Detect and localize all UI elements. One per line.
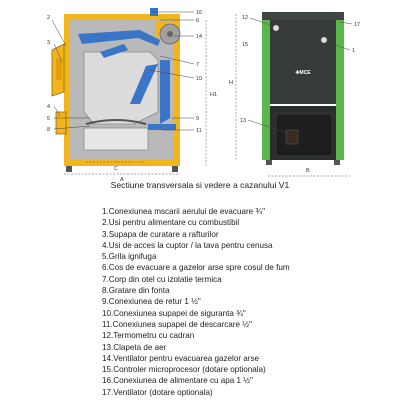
leader-lines: [51, 11, 195, 131]
label-10: 10: [196, 76, 202, 82]
controller-icon: [320, 36, 328, 44]
top-panel: [262, 12, 344, 20]
thermometer-icon: [272, 24, 280, 32]
cross-section: [51, 8, 181, 172]
flue-diagonal: [130, 64, 158, 104]
dimension-lines: [64, 14, 350, 177]
label-11: 11: [196, 128, 202, 134]
brand-logo: ✚MCE: [295, 70, 311, 76]
ash-door-front: [275, 113, 333, 157]
legend-item: 1.Conexiunea mscarii aerului de evacuare…: [102, 207, 266, 216]
dim-h: H: [229, 80, 233, 86]
dim-h1: H1: [210, 92, 217, 98]
dim-b: B: [306, 168, 310, 174]
legend-item: 3.Supapa de curatare a rafturilor: [102, 229, 219, 239]
dim-a: A: [120, 177, 124, 183]
label-4: 4: [47, 104, 50, 110]
parts-legend: 1.Conexiunea mscarii aerului de evacuare…: [102, 206, 290, 398]
legend-item: 16.Conexiunea de alimentare cu apa 1 ½": [102, 376, 253, 386]
legend-item: 10.Conexiunea supapei de siguranta ¾": [102, 308, 246, 318]
legend-item: 13.Clapeta de aer: [102, 342, 167, 352]
label-13: 13: [240, 118, 246, 124]
exhaust-fan-hub: [167, 31, 173, 37]
flue-top-channel: [78, 30, 160, 46]
ash-door: [55, 111, 67, 135]
label-1: 1: [352, 48, 355, 54]
legend-item: 5.Grila ignifuga: [102, 252, 157, 262]
label-16: 16: [196, 10, 202, 16]
flue-bottom: [148, 124, 176, 130]
label-7: 7: [196, 62, 199, 68]
legend-item: 8.Gratare din fonta: [102, 286, 170, 296]
dim-c: C: [114, 166, 118, 172]
front-leg-right: [334, 160, 340, 165]
label-5: 5: [47, 116, 50, 122]
legend-item: 4.Usi de acces la cuptor / la tava pentr…: [102, 240, 273, 250]
side-panel: [262, 14, 270, 160]
flue-baffle-right: [160, 60, 170, 124]
flue-baffle-upper: [100, 44, 128, 58]
boiler-diagram: 2 3 4 5 8 16 6 14 7 10 9 11 C A H1 H B ✚…: [47, 8, 360, 183]
label-14: 14: [196, 34, 202, 40]
legend-item: 7.Corp din otel cu izolatie termica: [102, 274, 222, 284]
front-leg-left: [266, 160, 272, 165]
legend-item: 12.Termometru cu cadran: [102, 331, 195, 341]
legend-item: 14.Ventilator pentru evacuarea gazelor a…: [102, 353, 260, 363]
legend-item: 11.Conexiunea supapei de descarcare ½": [102, 319, 252, 329]
label-12: 12: [242, 15, 248, 21]
ash-pan-area: [83, 127, 149, 151]
label-6: 6: [196, 18, 199, 24]
legend-item: 17.Ventilator (dotare optionala): [102, 387, 213, 397]
legend-item: 15.Controler microprocesor (dotare optio…: [102, 365, 266, 375]
upper-body: [270, 20, 336, 104]
label-3: 3: [47, 40, 50, 46]
front-leader-lines: [247, 17, 353, 135]
legend-item: 2.Usi pentru alimentare cu combustibil: [102, 218, 240, 228]
legend-item: 9.Conexiunea de retur 1 ½": [102, 297, 201, 307]
side-panel-right: [336, 14, 344, 160]
label-15: 15: [242, 42, 248, 48]
combustion-chamber: [83, 51, 159, 125]
air-flap: [285, 129, 299, 145]
label-17: 17: [354, 22, 360, 28]
right-leg: [172, 166, 178, 172]
figure-caption: Sectiune transversala si vedere a cazanu…: [110, 180, 290, 190]
front-view: ✚MCE: [262, 12, 344, 165]
left-leg: [66, 166, 72, 172]
legend-item: 6.Cos de evacuare a gazelor arse spre co…: [102, 263, 290, 273]
cleaning-valve: [56, 58, 62, 80]
label-2: 2: [47, 15, 50, 21]
label-9: 9: [196, 116, 199, 122]
cast-iron-grate: [85, 119, 147, 125]
label-8: 8: [47, 127, 50, 133]
